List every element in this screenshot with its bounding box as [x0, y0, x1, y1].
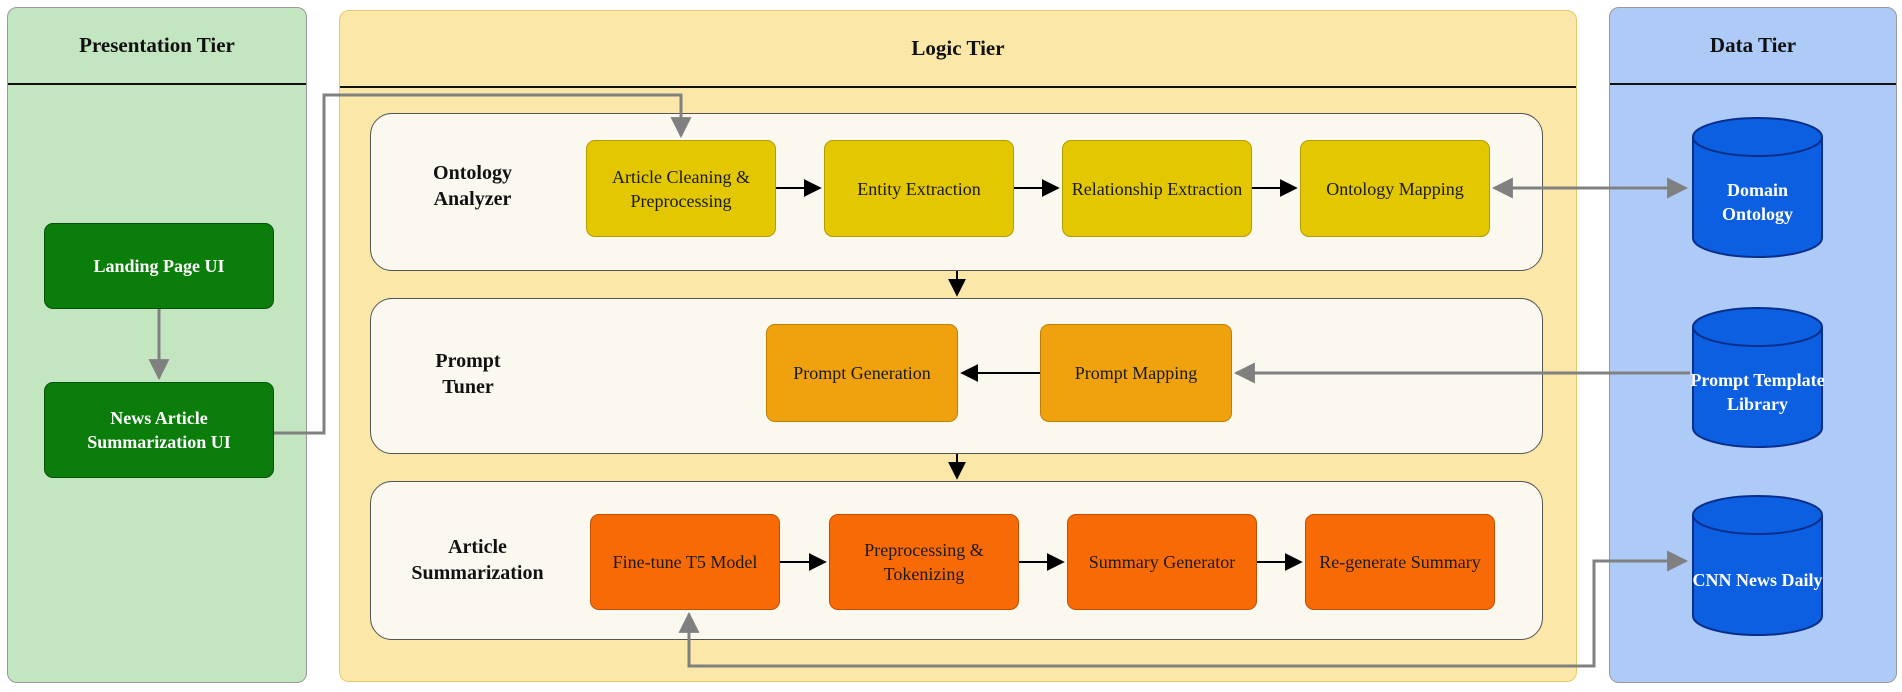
summarization-ui-box: News Article Summarization UI [44, 382, 274, 478]
domain-ontology-label: Domain Ontology [1721, 179, 1793, 224]
ontology-analyzer-label: Ontology Analyzer [433, 162, 512, 210]
database-icon [1692, 495, 1823, 636]
summary-generator-box: Summary Generator [1067, 514, 1257, 610]
cnn-news-database: CNN News Daily [1690, 493, 1825, 638]
data-tier-title: Data Tier [1610, 8, 1896, 85]
fine-tune-t5-box: Fine-tune T5 Model [590, 514, 780, 610]
database-icon [1692, 307, 1823, 448]
entity-extraction-box: Entity Extraction [824, 140, 1014, 237]
presentation-tier: Presentation Tier [7, 7, 307, 683]
article-summarization-label: Article Summarization [411, 536, 544, 584]
cnn-news-label: CNN News Daily [1692, 569, 1823, 590]
prompt-template-database: Prompt Template Library [1690, 305, 1825, 450]
domain-ontology-database: Domain Ontology [1690, 115, 1825, 260]
prompt-tuner-label: Prompt Tuner [435, 350, 501, 398]
preprocessing-tokenizing-box: Preprocessing & Tokenizing [829, 514, 1019, 610]
ontology-mapping-box: Ontology Mapping [1300, 140, 1490, 237]
landing-page-ui-box: Landing Page UI [44, 223, 274, 309]
prompt-template-label: Prompt Template Library [1690, 369, 1825, 414]
logic-tier-title: Logic Tier [340, 11, 1576, 88]
prompt-generation-box: Prompt Generation [766, 324, 958, 422]
prompt-mapping-box: Prompt Mapping [1040, 324, 1232, 422]
regenerate-summary-box: Re-generate Summary [1305, 514, 1495, 610]
presentation-tier-title: Presentation Tier [8, 8, 306, 85]
relationship-extraction-box: Relationship Extraction [1062, 140, 1252, 237]
article-cleaning-box: Article Cleaning & Preprocessing [586, 140, 776, 237]
database-icon [1692, 117, 1823, 258]
